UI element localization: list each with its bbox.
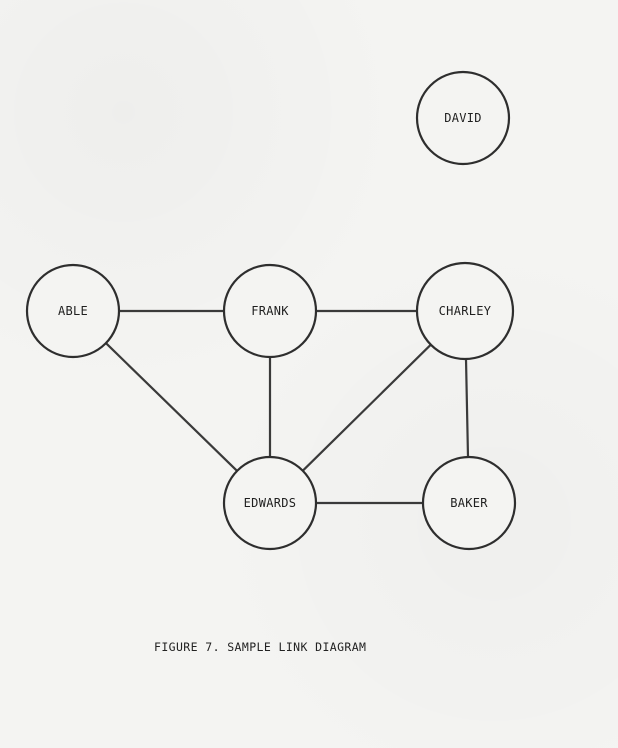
diagram-edges xyxy=(104,309,470,505)
node-circle-baker xyxy=(421,455,517,551)
figure-caption: FIGURE 7. SAMPLE LINK DIAGRAM xyxy=(154,640,367,654)
node-circle-able xyxy=(25,263,121,359)
edge-charley-baker xyxy=(464,357,470,459)
node-frank: FRANK xyxy=(222,263,318,359)
node-baker: BAKER xyxy=(421,455,517,551)
node-label-baker: BAKER xyxy=(450,496,488,510)
node-circle-charley xyxy=(415,261,515,361)
node-edwards: EDWARDS xyxy=(222,455,318,551)
node-circle-david xyxy=(415,70,511,166)
node-label-able: ABLE xyxy=(58,304,88,318)
node-david: DAVID xyxy=(415,70,511,166)
node-label-edwards: EDWARDS xyxy=(244,496,297,510)
node-label-charley: CHARLEY xyxy=(439,304,492,318)
node-label-david: DAVID xyxy=(444,111,482,125)
edge-able-edwards xyxy=(104,342,239,472)
node-label-frank: FRANK xyxy=(251,304,289,318)
node-able: ABLE xyxy=(25,263,121,359)
node-circle-frank xyxy=(222,263,318,359)
node-charley: CHARLEY xyxy=(415,261,515,361)
edge-charley-edwards xyxy=(301,343,432,472)
diagram-nodes: ABLE FRANK CHARLEY DAVID EDWARDS BAKER xyxy=(25,70,517,551)
node-circle-edwards xyxy=(222,455,318,551)
